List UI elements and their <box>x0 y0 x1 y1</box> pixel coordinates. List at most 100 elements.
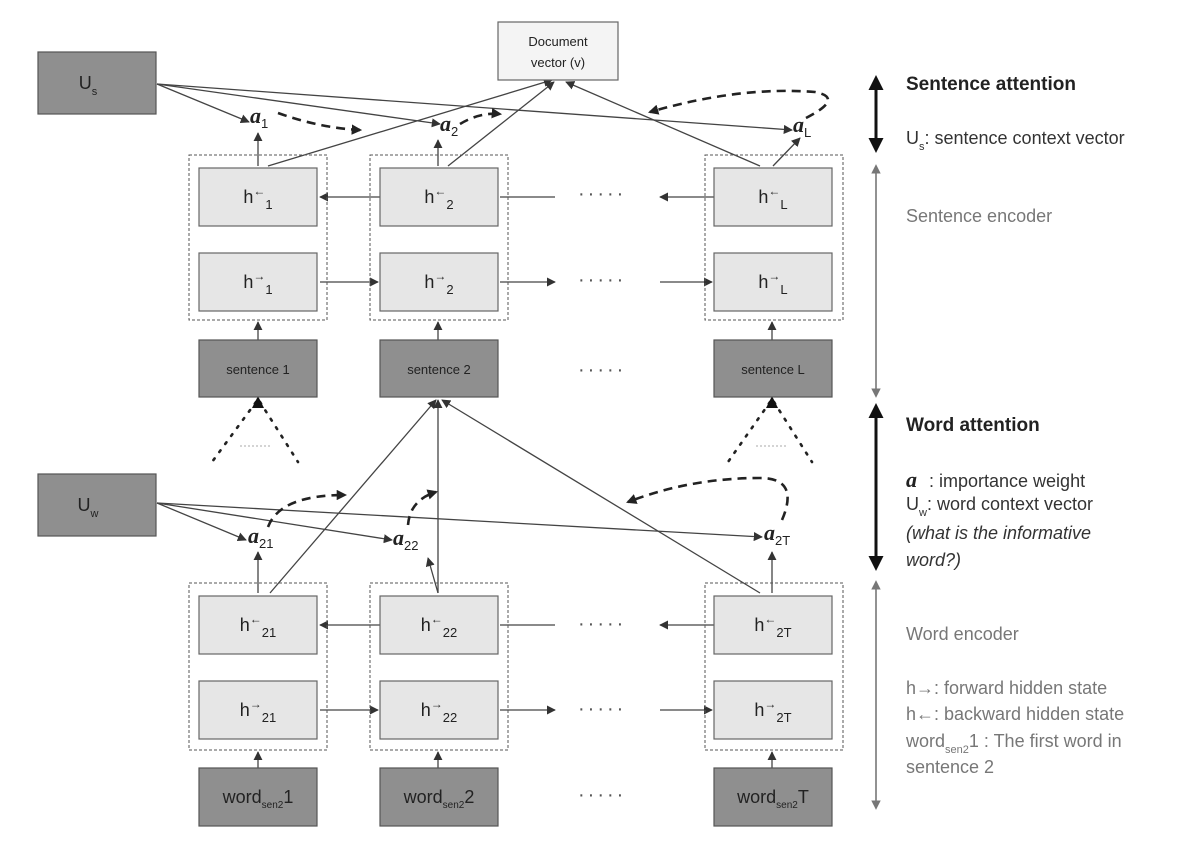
svg-text:h←2: h←2 <box>424 184 453 212</box>
dash-alpha2 <box>459 108 503 126</box>
dash-alpha2T <box>626 476 789 521</box>
svg-text:h←L: h←L <box>758 184 787 212</box>
cone1-tip <box>252 396 264 408</box>
question-line2: word?) <box>906 550 961 570</box>
us-sub: s <box>92 86 98 98</box>
uw-to-alpha2T-arrow <box>156 502 763 542</box>
dash-alphaL <box>648 89 830 120</box>
svg-text:Uw: Uw <box>78 495 99 520</box>
us-main: U <box>79 73 92 93</box>
uw-box: Uw <box>37 473 157 537</box>
w2T-to-sent2-arrow <box>441 399 761 594</box>
word-backward-22: h←22 <box>379 595 499 655</box>
svg-text:h←1: h←1 <box>243 184 272 212</box>
word-input-T: wordsen2T <box>713 767 833 827</box>
sentence-attention-title: Sentence attention <box>906 74 1076 95</box>
forward-legend: h→: forward hidden state <box>906 678 1107 698</box>
svg-text:sentence L: sentence L <box>741 362 805 377</box>
attention-dashes <box>210 89 830 528</box>
sentence-backward-2: h←2 <box>379 167 499 227</box>
uw-main: U <box>78 495 91 515</box>
ellipsis-s-input: ····· <box>578 359 626 381</box>
dash-alpha1 <box>277 111 363 135</box>
sentence-alpha-2: a2 <box>440 111 458 139</box>
svg-text:h→22: h→22 <box>421 697 457 725</box>
dash-alpha21 <box>266 489 348 528</box>
word-group-1 <box>188 582 328 751</box>
question-line1: (what is the informative <box>906 523 1091 543</box>
word-alpha-2T: a2T <box>764 520 790 548</box>
ellipsis-w-input: ····· <box>578 784 626 806</box>
word-legend-line2: sentence 2 <box>906 757 994 777</box>
sentence-forward-2: h→2 <box>379 252 499 312</box>
ellipsis-s-fwd: ····· <box>578 269 626 291</box>
uw-legend: Uw: word context vector <box>906 494 1093 519</box>
svg-text:sentence 2: sentence 2 <box>407 362 471 377</box>
h1-to-document-arrow <box>267 78 553 167</box>
coneL-right <box>772 400 814 464</box>
svg-text:h→21: h→21 <box>240 697 276 725</box>
svg-text:wordsen21: wordsen21 <box>222 787 294 811</box>
svg-text:h←21: h←21 <box>240 612 276 640</box>
svg-text:h→L: h→L <box>758 269 787 297</box>
sentence-input-2: sentence 2 <box>379 339 499 398</box>
word-backward-2T: h←2T <box>713 595 833 655</box>
uw-to-alpha21-arrow <box>156 502 247 542</box>
w22-to-alpha-arrow <box>425 557 439 594</box>
w21-to-sent2-arrow <box>269 399 437 594</box>
word-forward-21: h→21 <box>198 680 318 740</box>
backward-legend: h←: backward hidden state <box>906 704 1124 724</box>
word-alpha-22: a22 <box>393 525 418 553</box>
sentence-group-1 <box>188 154 328 321</box>
hL-to-alphaL-arrow <box>772 137 801 167</box>
svg-text:h→1: h→1 <box>243 269 272 297</box>
sentence-forward-1: h→1 <box>198 252 318 312</box>
svg-text:wordsen2T: wordsen2T <box>736 787 809 811</box>
svg-text:sentence 1: sentence 1 <box>226 362 290 377</box>
uw-sub: w <box>90 508 99 520</box>
sentence-encoder-label: Sentence encoder <box>906 206 1052 226</box>
dash-alpha22 <box>406 489 438 526</box>
svg-text:wordsen22: wordsen22 <box>403 787 475 811</box>
us-box: Us <box>37 51 157 115</box>
sentence-backward-1: h←1 <box>198 167 318 227</box>
hL-to-document-arrow <box>565 81 761 167</box>
us-legend: Us: sentence context vector <box>906 128 1125 153</box>
svg-text:h→2T: h→2T <box>754 697 791 725</box>
us-to-alphaL-arrow <box>156 83 793 134</box>
sentence-group-2 <box>369 154 509 321</box>
svg-text:h←2T: h←2T <box>754 612 791 640</box>
h2-to-document-arrow <box>447 81 555 167</box>
sentence-alpha-L: aL <box>793 112 811 140</box>
word-backward-21: h←21 <box>198 595 318 655</box>
sentence-backward-L: h←L <box>713 167 833 227</box>
legend: Sentence attention Us: sentence context … <box>868 74 1125 810</box>
svg-text:Us: Us <box>79 73 98 98</box>
alpha-legend: a: importance weight <box>906 467 1085 492</box>
document-line1: Document <box>528 34 588 49</box>
ellipsis-w-back: ····· <box>578 613 626 635</box>
word-group-2 <box>369 582 509 751</box>
word-attention-title: Word attention <box>906 415 1040 436</box>
sentence-alpha-1: a1 <box>250 103 268 131</box>
word-input-1: wordsen21 <box>198 767 318 827</box>
coneL-tip <box>766 396 778 408</box>
svg-text:h←22: h←22 <box>421 612 457 640</box>
uw-to-alpha22-arrow <box>156 502 393 544</box>
group-frames <box>188 154 844 751</box>
word-encoder-label: Word encoder <box>906 624 1019 644</box>
us-to-alpha1-arrow <box>156 83 250 124</box>
document-line2: vector (v) <box>531 55 585 70</box>
sentence-forward-L: h→L <box>713 252 833 312</box>
cone1-right <box>258 400 300 464</box>
document-vector-box: Document vector (v) <box>497 21 619 81</box>
word-legend-line1: wordsen21 : The first word in <box>905 731 1122 756</box>
word-forward-22: h→22 <box>379 680 499 740</box>
us-to-alpha2-arrow <box>156 83 441 128</box>
sentence-group-L <box>704 154 844 321</box>
connections <box>156 78 801 768</box>
sentence-input-L: sentence L <box>713 339 833 398</box>
ellipsis-w-fwd: ····· <box>578 698 626 720</box>
word-forward-2T: h→2T <box>713 680 833 740</box>
